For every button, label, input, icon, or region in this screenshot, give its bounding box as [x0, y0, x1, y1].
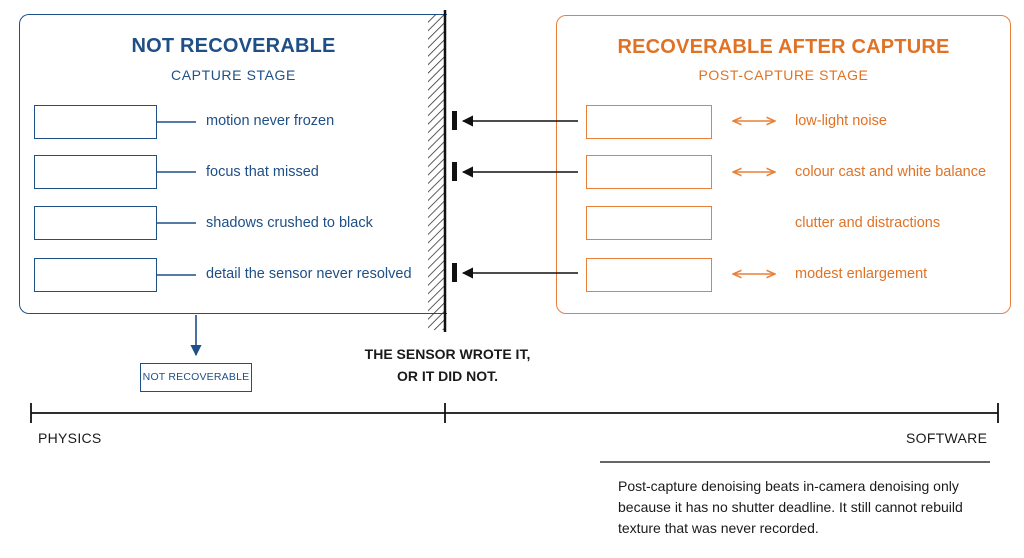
recoverable-panel: RECOVERABLE AFTER CAPTURE POST-CAPTURE S…	[556, 15, 1011, 314]
block-bar	[452, 263, 457, 282]
left-panel-title: NOT RECOVERABLE	[131, 35, 336, 57]
sensor-wall-hatching	[428, 14, 445, 330]
capture-item-label: motion never frozen	[206, 113, 335, 129]
axis-left-label: PHYSICS	[38, 430, 102, 446]
sensor-caption-line: OR IT DID NOT.	[396, 368, 499, 384]
sensor-caption-line: THE SENSOR WROTE IT,	[364, 346, 531, 362]
capture-item-label: detail the sensor never resolved	[206, 266, 412, 282]
capture-item-box	[34, 258, 157, 292]
right-panel-title: RECOVERABLE AFTER CAPTURE	[617, 36, 950, 58]
footnote-text: Post-capture denoising beats in-camera d…	[618, 478, 963, 536]
left-panel-subtitle: CAPTURE STAGE	[170, 67, 296, 83]
post-capture-item-box	[586, 105, 712, 139]
post-capture-item-label: colour cast and white balance	[795, 164, 987, 180]
post-capture-item-box	[586, 206, 712, 240]
capture-item-box	[34, 206, 157, 240]
axis-right-label: SOFTWARE	[906, 430, 988, 446]
capture-item-label: focus that missed	[206, 164, 319, 180]
post-capture-item-box	[586, 155, 712, 189]
capture-item-box	[34, 155, 157, 189]
post-capture-item-label: modest enlargement	[795, 266, 928, 282]
post-capture-item-label: clutter and distractions	[795, 215, 941, 231]
right-panel-subtitle: POST-CAPTURE STAGE	[698, 67, 869, 83]
block-bar	[452, 111, 457, 130]
not-recoverable-tag: NOT RECOVERABLE	[140, 363, 252, 392]
sensor-caption: THE SENSOR WROTE IT, OR IT DID NOT.	[345, 343, 550, 387]
not-recoverable-panel: NOT RECOVERABLE CAPTURE STAGE	[19, 14, 447, 314]
capture-item-box	[34, 105, 157, 139]
capture-item-label: shadows crushed to black	[206, 215, 373, 231]
post-capture-item-label: low-light noise	[795, 113, 887, 129]
block-bar	[452, 162, 457, 181]
post-capture-item-box	[586, 258, 712, 292]
